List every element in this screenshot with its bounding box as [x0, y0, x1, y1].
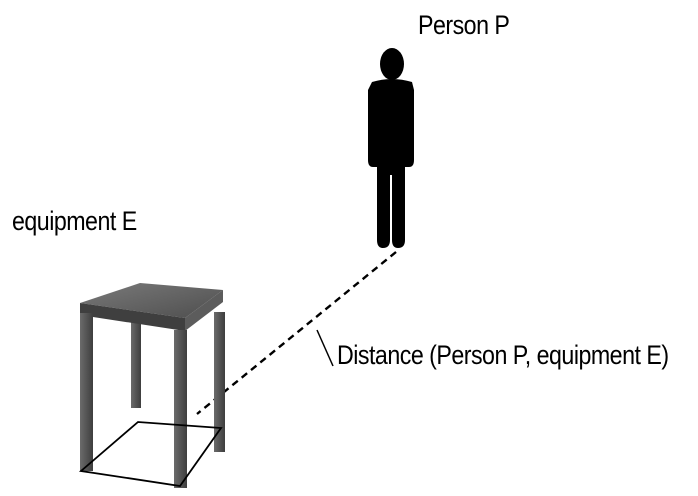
- distance-label: Distance (Person P, equipment E): [337, 342, 669, 369]
- table-icon: [80, 283, 225, 488]
- distance-pointer: [317, 330, 333, 366]
- person-label: Person P: [418, 12, 509, 39]
- person-silhouette-icon: [368, 48, 414, 248]
- distance-line: [197, 252, 396, 414]
- equipment-footprint: [81, 422, 221, 486]
- equipment-label: equipment E: [12, 208, 137, 235]
